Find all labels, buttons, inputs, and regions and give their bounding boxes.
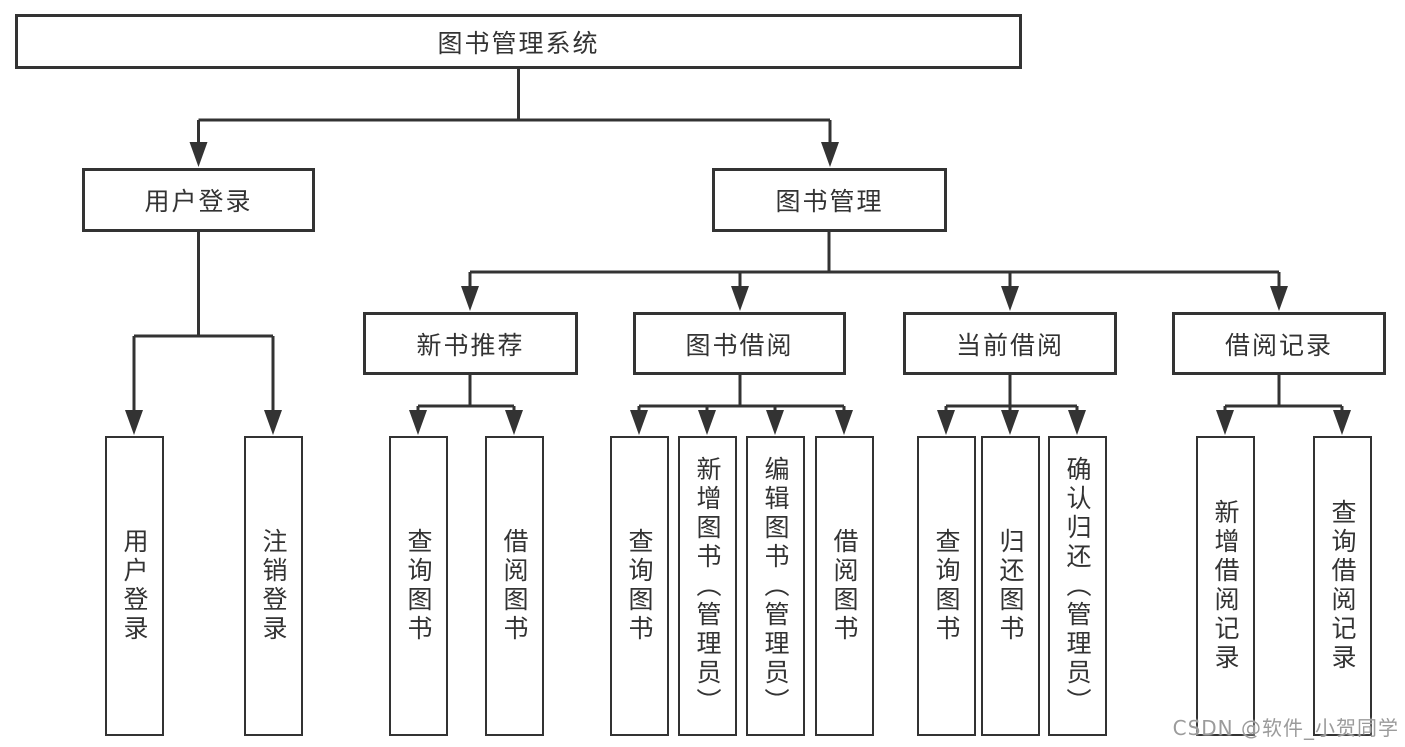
arrow-down-icon bbox=[409, 410, 427, 435]
leaf-label: 编辑图书（管理员） bbox=[761, 455, 790, 717]
leaf-label: 查询图书 bbox=[404, 528, 433, 644]
arrow-down-icon bbox=[766, 410, 784, 435]
leaf-borrow-books-recommend: 借阅图书 bbox=[485, 436, 544, 736]
leaf-query-books-recommend: 查询图书 bbox=[389, 436, 448, 736]
leaf-query-books-borrow: 查询图书 bbox=[610, 436, 669, 736]
leaf-label: 借阅图书 bbox=[830, 528, 859, 644]
arrow-down-icon bbox=[461, 286, 479, 311]
leaf-add-borrow-record: 新增借阅记录 bbox=[1196, 436, 1255, 736]
leaf-logout: 注销登录 bbox=[244, 436, 303, 736]
node-label: 图书管理系统 bbox=[437, 28, 600, 58]
arrow-down-icon bbox=[630, 410, 648, 435]
node-new-book-recommend: 新书推荐 bbox=[363, 312, 578, 375]
node-label: 图书管理 bbox=[775, 187, 884, 216]
arrow-down-icon bbox=[1216, 410, 1234, 435]
arrow-down-icon bbox=[189, 142, 208, 167]
leaf-label: 借阅图书 bbox=[500, 528, 529, 644]
arrow-down-icons bbox=[125, 142, 1351, 435]
arrow-down-icon bbox=[821, 142, 839, 167]
leaf-query-books-current: 查询图书 bbox=[917, 436, 976, 736]
node-label: 用户登录 bbox=[144, 187, 253, 216]
node-label: 借阅记录 bbox=[1224, 330, 1333, 360]
arrow-down-icon bbox=[264, 410, 282, 435]
arrow-down-icon bbox=[1001, 410, 1019, 435]
node-label: 当前借阅 bbox=[955, 330, 1064, 360]
leaf-label: 新增借阅记录 bbox=[1211, 499, 1240, 673]
node-library-system: 图书管理系统 bbox=[15, 14, 1022, 69]
leaf-label: 查询图书 bbox=[932, 528, 961, 644]
arrow-down-icon bbox=[1068, 410, 1086, 435]
leaf-label: 查询图书 bbox=[625, 528, 654, 644]
node-book-management: 图书管理 bbox=[712, 168, 947, 232]
node-current-borrow: 当前借阅 bbox=[903, 312, 1117, 375]
arrow-down-icon bbox=[1333, 410, 1351, 435]
leaf-label: 新增图书（管理员） bbox=[693, 455, 722, 717]
leaf-user-login: 用户登录 bbox=[105, 436, 164, 736]
arrow-down-icon bbox=[937, 410, 955, 435]
node-label: 图书借阅 bbox=[685, 330, 794, 360]
node-label: 新书推荐 bbox=[416, 330, 525, 360]
node-user-login: 用户登录 bbox=[82, 168, 315, 232]
leaf-query-borrow-record: 查询借阅记录 bbox=[1313, 436, 1372, 736]
leaf-label: 用户登录 bbox=[120, 528, 149, 644]
leaf-borrow-books: 借阅图书 bbox=[815, 436, 874, 736]
arrow-down-icon bbox=[835, 410, 853, 435]
leaf-add-book-admin: 新增图书（管理员） bbox=[678, 436, 737, 736]
watermark: CSDN @软件_小贺同学 bbox=[1172, 716, 1399, 740]
arrow-down-icon bbox=[505, 410, 523, 435]
arrow-down-icon bbox=[125, 410, 143, 435]
leaf-confirm-return-admin: 确认归还（管理员） bbox=[1048, 436, 1107, 736]
node-borrow-records: 借阅记录 bbox=[1172, 312, 1386, 375]
arrow-down-icon bbox=[1270, 286, 1288, 311]
leaf-label: 查询借阅记录 bbox=[1328, 499, 1357, 673]
leaf-return-book: 归还图书 bbox=[981, 436, 1040, 736]
leaf-label: 归还图书 bbox=[996, 528, 1025, 644]
leaf-label: 注销登录 bbox=[259, 528, 288, 644]
leaf-label: 确认归还（管理员） bbox=[1063, 455, 1092, 717]
tree-edges bbox=[132, 69, 1344, 416]
arrow-down-icon bbox=[731, 286, 749, 311]
node-book-borrow: 图书借阅 bbox=[633, 312, 846, 375]
arrow-down-icon bbox=[698, 410, 716, 435]
arrow-down-icon bbox=[1001, 286, 1019, 311]
leaf-edit-book-admin: 编辑图书（管理员） bbox=[746, 436, 805, 736]
